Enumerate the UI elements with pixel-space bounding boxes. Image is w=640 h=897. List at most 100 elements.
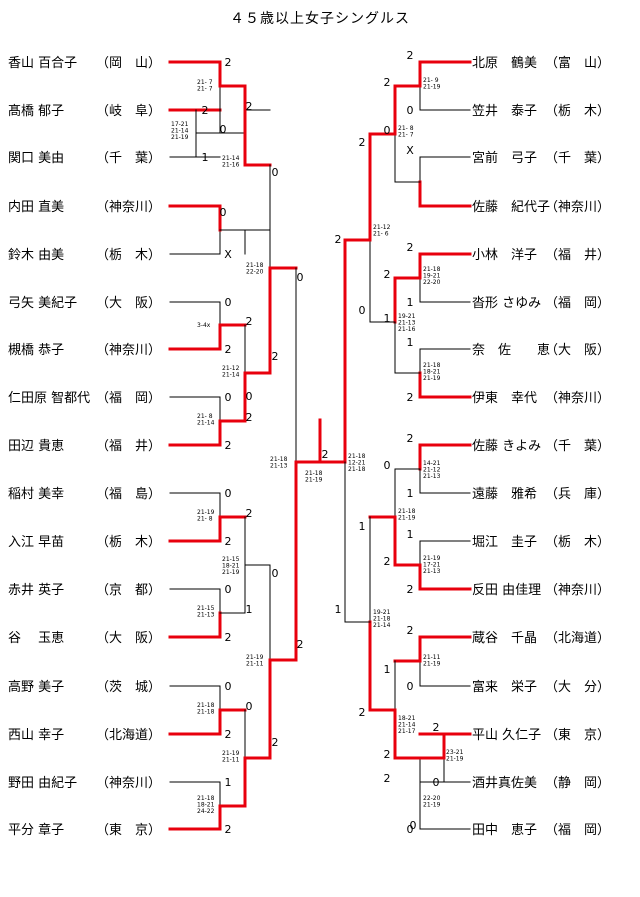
set-score: 23-21 [446, 749, 464, 756]
player-prefecture: （茨 城） [96, 680, 161, 695]
player-prefecture: （栃 木） [96, 535, 161, 550]
player-name: 田中 恵子 [472, 823, 537, 838]
player-prefecture: （東 京） [545, 727, 610, 743]
match-result: 1 [335, 603, 342, 616]
player-prefecture: （京 都） [96, 583, 161, 598]
set-score: 21- 8 [197, 516, 213, 523]
player-name: 反田 由佳理 [472, 583, 541, 598]
set-score: 14-21 [423, 460, 441, 467]
player-name: 槻橋 恭子 [8, 342, 64, 358]
player-name: 谷 玉恵 [8, 631, 64, 646]
set-score: 21-18 [348, 453, 366, 460]
match-result: 2 [384, 555, 391, 568]
set-score: 21-19 [222, 750, 240, 757]
player-prefecture: （神奈川） [96, 343, 161, 358]
match-result: 2 [297, 638, 304, 651]
set-score: 22-20 [423, 279, 441, 286]
player-prefecture: （岡 山） [96, 56, 161, 71]
match-result: 2 [225, 631, 232, 644]
match-result: 2 [335, 233, 342, 246]
match-result: 2 [359, 706, 366, 719]
match-result: 0 [225, 296, 232, 309]
set-score: 21-14 [171, 128, 189, 135]
match-result: 2 [225, 343, 232, 356]
match-result: 2 [225, 535, 232, 548]
match-result: 1 [407, 528, 414, 541]
set-score: 21-13 [423, 473, 441, 480]
match-result: 1 [202, 151, 209, 164]
player-name: 笠井 泰子 [472, 104, 537, 119]
set-score: 21-19 [398, 515, 416, 522]
player-name: 仁田原 智都代 [8, 391, 90, 406]
set-score: 21-19 [197, 509, 215, 516]
player-prefecture: （大 阪） [545, 343, 610, 358]
player-prefecture: （栃 木） [545, 535, 610, 550]
player-name: 弓矢 美紀子 [8, 296, 77, 311]
match-result: 2 [407, 241, 414, 254]
match-result: 0 [384, 459, 391, 472]
player-prefecture: （兵 庫） [545, 487, 610, 502]
player-name: 赤井 英子 [8, 583, 64, 598]
match-result: 2 [407, 391, 414, 404]
set-score: 21- 6 [373, 231, 389, 238]
match-result: 2 [246, 507, 253, 520]
player-name: 宮前 弓子 [472, 150, 537, 166]
match-result: 2 [384, 748, 391, 761]
match-result: 2 [246, 100, 253, 113]
match-result: 1 [384, 663, 391, 676]
set-score: 21-14 [197, 420, 215, 427]
match-result: 0 [407, 104, 414, 117]
match-result: 2 [407, 432, 414, 445]
set-score: 18-21 [423, 369, 441, 376]
set-score: 17-21 [171, 121, 189, 128]
player-prefecture: （福 岡） [545, 296, 610, 311]
set-score: 19-21 [398, 313, 416, 320]
match-result: 2 [407, 49, 414, 62]
match-result: 0 [272, 567, 279, 580]
player-prefecture: （千 葉） [545, 439, 610, 454]
set-score: 18-21 [398, 715, 416, 722]
match-result: 0 [272, 166, 279, 179]
set-score: 21-13 [197, 612, 215, 619]
set-score: 21-15 [222, 556, 240, 563]
set-score: 21- 8 [197, 413, 213, 420]
player-prefecture: （富 山） [545, 55, 610, 71]
set-score: 22-20 [246, 269, 264, 276]
match-result: 0 [225, 391, 232, 404]
player-name: 遠藤 雅希 [472, 487, 537, 502]
match-result: 1 [407, 296, 414, 309]
match-result: 2 [225, 439, 232, 452]
player-prefecture: （神奈川） [545, 200, 610, 215]
set-score: 17-21 [423, 562, 441, 569]
match-result: 0 [225, 680, 232, 693]
player-prefecture: （大 阪） [96, 631, 161, 646]
match-result: 1 [407, 336, 414, 349]
player-prefecture: （岐 阜） [96, 103, 161, 119]
player-prefecture: （北海道） [545, 631, 610, 646]
player-name: 髙橋 郁子 [8, 103, 64, 119]
set-score: 3-4x [197, 322, 211, 329]
set-score: 21-14 [373, 622, 391, 629]
match-result: X [406, 144, 414, 157]
player-prefecture: （千 葉） [545, 151, 610, 166]
set-score: 19-21 [373, 609, 391, 616]
set-score: 21-12 [373, 224, 391, 231]
player-name: 伊東 幸代 [472, 390, 537, 406]
set-score: 24-22 [197, 808, 215, 815]
set-score: 21-18 [197, 709, 215, 716]
match-result: 2 [384, 268, 391, 281]
player-name: 高野 美子 [8, 679, 64, 695]
player-prefecture: （栃 木） [545, 104, 610, 119]
player-prefecture: （千 葉） [96, 151, 161, 166]
player-name: 酒井真佐美 [472, 776, 537, 791]
set-score: 21-18 [423, 362, 441, 369]
player-name: 富来 栄子 [472, 679, 537, 695]
set-score: 21- 8 [398, 125, 414, 132]
match-result: 0 [410, 819, 417, 832]
player-prefecture: （栃 木） [96, 248, 161, 263]
match-result: 0 [220, 206, 227, 219]
match-result: 1 [359, 520, 366, 533]
player-name: 鈴木 由美 [8, 248, 64, 263]
player-name: 平山 久仁子 [472, 728, 541, 743]
